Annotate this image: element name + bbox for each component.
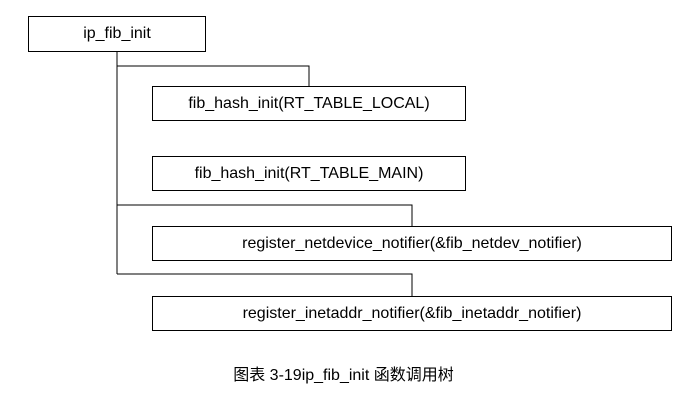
- edge-root-to-inetaddr: [117, 273, 413, 296]
- edge-root-to-netdev: [117, 204, 413, 226]
- edge-root-to-local: [116, 52, 310, 86]
- node-label: fib_hash_init(RT_TABLE_MAIN): [194, 164, 424, 182]
- node-label: register_inetaddr_notifier(&fib_inetaddr…: [242, 304, 582, 322]
- node-fib-hash-init-local: fib_hash_init(RT_TABLE_LOCAL): [152, 86, 466, 121]
- node-register-netdevice-notifier: register_netdevice_notifier(&fib_netdev_…: [152, 226, 672, 261]
- root-node-label: ip_fib_init: [83, 25, 151, 42]
- node-register-inetaddr-notifier: register_inetaddr_notifier(&fib_inetaddr…: [152, 296, 672, 331]
- node-fib-hash-init-main: fib_hash_init(RT_TABLE_MAIN): [152, 156, 466, 191]
- figure-caption: 图表 3-19ip_fib_init 函数调用树: [233, 367, 454, 384]
- node-label: fib_hash_init(RT_TABLE_LOCAL): [188, 94, 430, 112]
- node-label: register_netdevice_notifier(&fib_netdev_…: [242, 234, 582, 252]
- root-node-ip-fib-init: ip_fib_init: [28, 16, 206, 52]
